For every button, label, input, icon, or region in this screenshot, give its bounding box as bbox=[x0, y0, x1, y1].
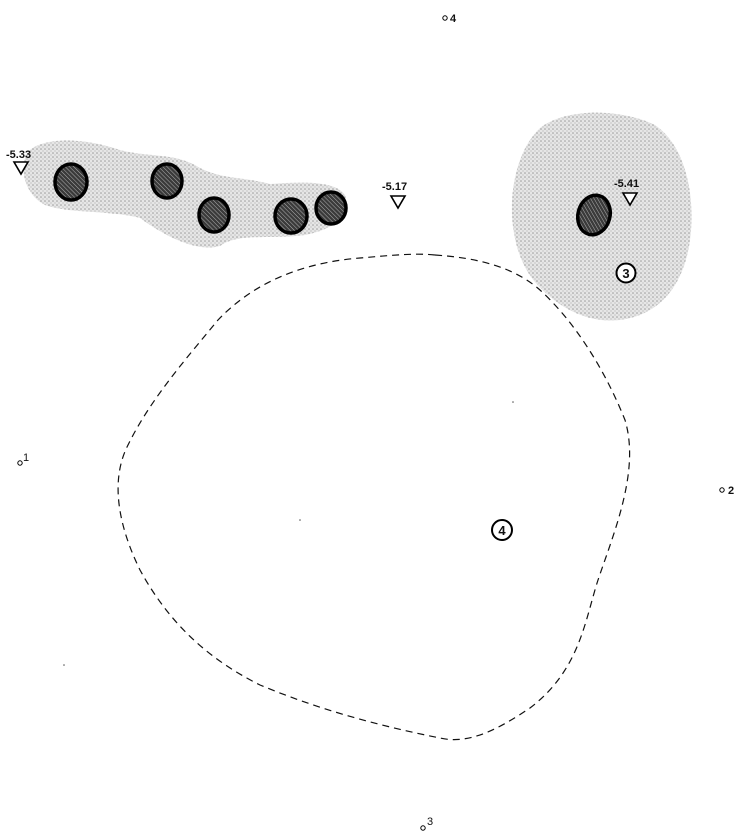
hatched-circle bbox=[314, 190, 348, 226]
hatched-circle bbox=[53, 162, 89, 202]
elevation-marker: -5.41 bbox=[614, 178, 639, 207]
elevation-marker: -5.33 bbox=[6, 149, 31, 176]
stippled-zone-left bbox=[23, 140, 347, 248]
triangle-icon bbox=[12, 161, 30, 176]
triangle-icon bbox=[621, 192, 639, 207]
speck bbox=[512, 401, 514, 403]
svg-text:3: 3 bbox=[622, 266, 629, 281]
svg-text:4: 4 bbox=[498, 523, 506, 538]
circled-label-4: 4 bbox=[491, 519, 513, 541]
corner-point-3: 3 bbox=[420, 816, 433, 831]
hatched-circle bbox=[197, 196, 231, 234]
speck bbox=[299, 519, 301, 521]
hatched-circle bbox=[575, 193, 613, 237]
elevation-label: -5.33 bbox=[6, 149, 31, 161]
elevation-label: -5.41 bbox=[614, 178, 639, 190]
elevation-marker: -5.17 bbox=[382, 181, 407, 210]
svg-text:3: 3 bbox=[427, 816, 433, 828]
speck bbox=[63, 664, 65, 666]
svg-text:1: 1 bbox=[23, 452, 29, 464]
circled-label-3: 3 bbox=[615, 262, 637, 284]
corner-point-4: 4 bbox=[442, 13, 457, 25]
svg-text:4: 4 bbox=[450, 13, 457, 25]
triangle-icon bbox=[389, 195, 407, 210]
svg-text:2: 2 bbox=[728, 485, 734, 497]
hatched-circle bbox=[273, 197, 309, 235]
elevation-label: -5.17 bbox=[382, 181, 407, 193]
dashed-boundary bbox=[117, 253, 631, 741]
hatched-circle bbox=[150, 162, 184, 200]
corner-point-1: 1 bbox=[17, 452, 29, 466]
corner-point-2: 2 bbox=[719, 485, 734, 497]
